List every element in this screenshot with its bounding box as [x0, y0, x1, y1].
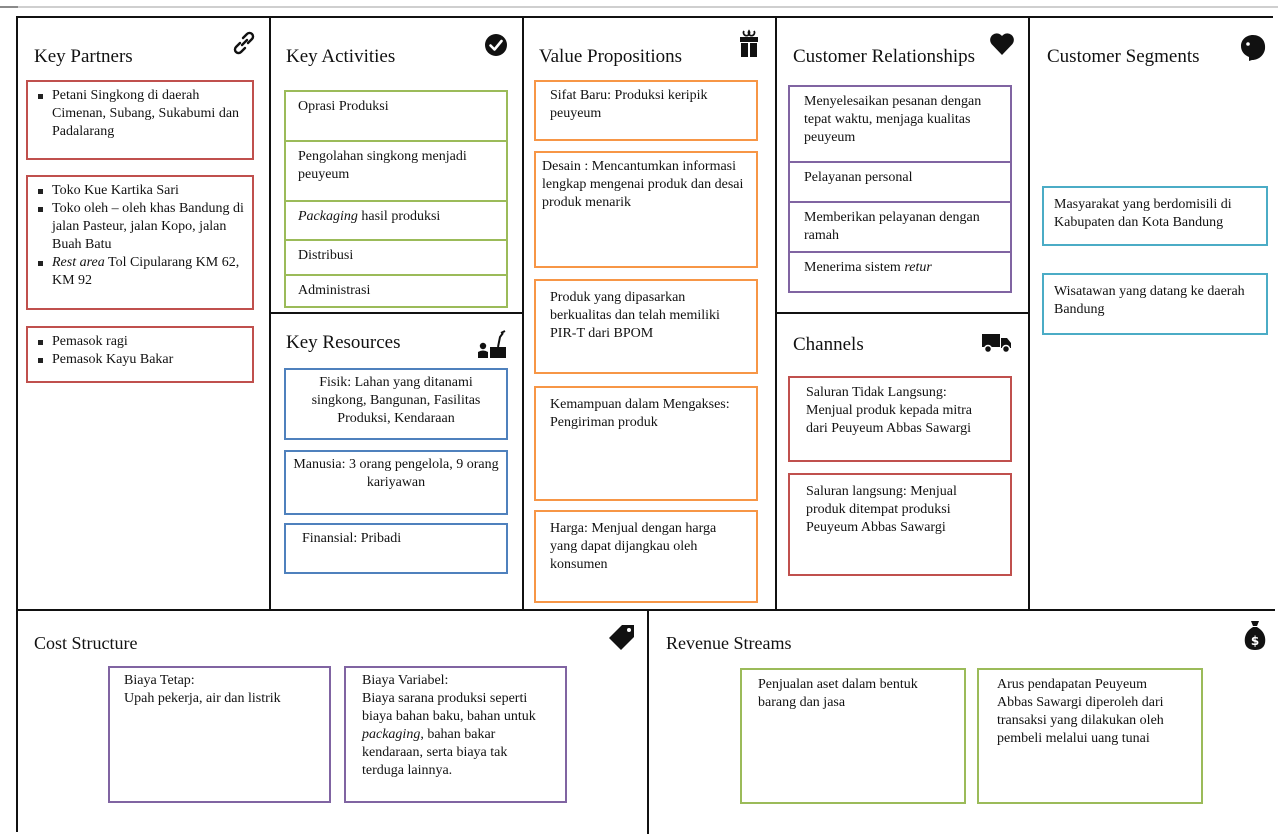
divider	[775, 312, 1028, 314]
rest-area-text: Rest area	[52, 255, 105, 270]
list-item: Toko Kue Kartika Sari	[38, 182, 244, 200]
checkmark-circle-icon	[485, 34, 507, 56]
key-partners-title: Key Partners	[34, 46, 133, 67]
activity-item: Administrasi	[298, 283, 371, 298]
resource-card: Finansial: Pribadi	[284, 523, 508, 574]
key-activities-stack: Oprasi Produksi Pengolahan singkong menj…	[284, 90, 508, 308]
key-partners-group-2: Toko Kue Kartika Sari Toko oleh – oleh k…	[26, 175, 254, 310]
key-partners-group-1: Petani Singkong di daerah Cimenan, Suban…	[26, 80, 254, 160]
value-card: Harga: Menjual dengan harga yang dapat d…	[534, 510, 758, 603]
segment-card: Masyarakat yang berdomisili di Kabupaten…	[1042, 186, 1268, 246]
face-icon	[1241, 35, 1266, 61]
customer-relationships-title: Customer Relationships	[793, 46, 976, 67]
window-corner	[0, 6, 18, 14]
value-card: Kemampuan dalam Mengakses: Pengiriman pr…	[534, 386, 758, 501]
window-top-border	[0, 6, 1278, 8]
divider	[269, 18, 271, 611]
activity-item: Oprasi Produksi	[286, 92, 506, 142]
svg-text:$: $	[1251, 634, 1259, 648]
cost-structure-title: Cost Structure	[34, 633, 138, 653]
list-item: Rest area Tol Cipularang KM 62, KM 92	[38, 254, 244, 290]
cost-label: Biaya Variabel:	[362, 673, 449, 688]
cost-text: Upah pekerja, air dan listrik	[124, 691, 281, 706]
channel-card: Saluran Tidak Langsung: Menjual produk k…	[788, 376, 1012, 462]
divider	[269, 312, 522, 314]
relationship-item: Menyelesaikan pesanan dengan tepat waktu…	[790, 87, 1010, 163]
divider	[775, 18, 777, 611]
key-resources-title: Key Resources	[286, 332, 401, 353]
divider	[1028, 18, 1030, 611]
resource-card: Manusia: 3 orang pengelola, 9 orang kari…	[284, 450, 508, 515]
cost-card-variable: Biaya Variabel: Biaya sarana produksi se…	[344, 666, 567, 803]
divider	[647, 611, 649, 834]
list-item: Pemasok ragi	[38, 333, 244, 351]
list-item: Toko oleh – oleh khas Bandung di jalan P…	[38, 200, 244, 254]
business-model-canvas: Key Partners Petani Singkong di daerah C…	[16, 16, 1275, 834]
activity-item: Packaging hasil produksi	[286, 202, 506, 241]
value-propositions-title: Value Propositions	[539, 46, 683, 67]
value-card: Produk yang dipasarkan berkualitas dan t…	[534, 279, 758, 374]
price-tag-icon	[609, 625, 634, 650]
resource-card: Fisik: Lahan yang ditanami singkong, Ban…	[284, 368, 508, 440]
divider	[18, 609, 1275, 611]
customer-segments-title: Customer Segments	[1047, 46, 1200, 67]
money-bag-icon: $	[1244, 621, 1266, 650]
cost-label: Biaya Tetap:	[124, 673, 195, 688]
heart-icon	[990, 33, 1014, 55]
link-icon	[233, 31, 255, 55]
value-card: Sifat Baru: Produksi keripik peuyeum	[534, 80, 758, 141]
divider	[522, 18, 524, 611]
channels-title: Channels	[793, 334, 864, 355]
customer-relationships-stack: Menyelesaikan pesanan dengan tepat waktu…	[788, 85, 1012, 293]
relationship-item: Memberikan pelayanan dengan ramah	[790, 203, 1010, 253]
key-activities-title: Key Activities	[286, 46, 396, 67]
revenue-card: Arus pendapatan Peuyeum Abbas Sawargi di…	[977, 668, 1203, 804]
list-item: Pemasok Kayu Bakar	[38, 351, 244, 369]
list-item: Petani Singkong di daerah Cimenan, Suban…	[38, 87, 244, 141]
activity-item: Distribusi	[286, 241, 506, 276]
revenue-streams-title: Revenue Streams	[666, 633, 792, 653]
relationship-item: Menerima sistem retur	[804, 260, 932, 275]
cost-card-fixed: Biaya Tetap: Upah pekerja, air dan listr…	[108, 666, 331, 803]
worker-resources-icon	[478, 330, 506, 358]
value-card: Desain : Mencantumkan informasi lengkap …	[534, 151, 758, 268]
key-partners-group-3: Pemasok ragi Pemasok Kayu Bakar	[26, 326, 254, 383]
segment-card: Wisatawan yang datang ke daerah Bandung	[1042, 273, 1268, 335]
channel-card: Saluran langsung: Menjual produk ditempa…	[788, 473, 1012, 576]
revenue-card: Penjualan aset dalam bentuk barang dan j…	[740, 668, 966, 804]
truck-icon	[982, 334, 1011, 354]
cost-text: Biaya sarana produksi seperti biaya baha…	[362, 691, 536, 778]
relationship-item: Pelayanan personal	[790, 163, 1010, 203]
gift-icon	[740, 29, 758, 57]
activity-item: Pengolahan singkong menjadi peuyeum	[286, 142, 506, 202]
